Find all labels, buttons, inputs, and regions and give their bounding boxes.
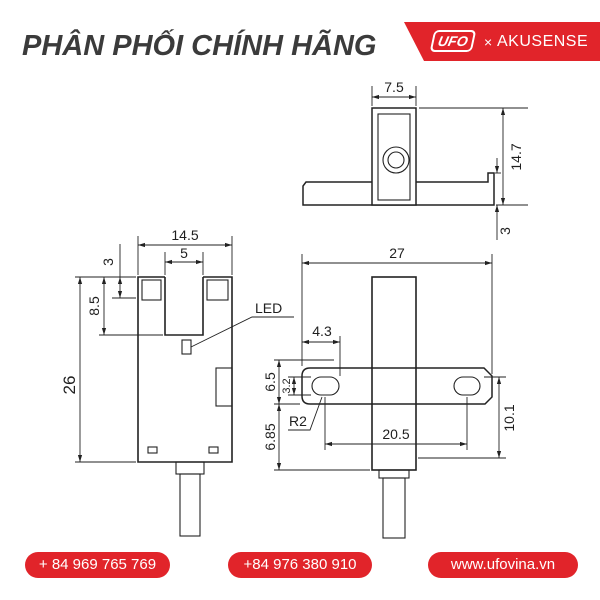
top-view-body-inner xyxy=(377,113,411,201)
side-view-pitch-label: 20.5 xyxy=(382,426,409,442)
akusense-brand: AKUSENSE xyxy=(497,33,589,50)
side-view-lower-offset-label: 6.85 xyxy=(262,423,278,450)
front-view-led-leader xyxy=(190,316,294,348)
front-view-width-label: 14.5 xyxy=(171,227,198,243)
brand-banner: UFO × AKUSENSE xyxy=(404,22,600,61)
side-view-radius-leader xyxy=(288,396,323,431)
front-view-right-notch xyxy=(208,446,219,454)
front-view-side-bump xyxy=(215,367,233,407)
front-view-cable xyxy=(179,473,201,537)
front-view: LED 14.5 5 3 8.5 26 xyxy=(60,227,294,537)
front-view-height-label: 26 xyxy=(60,376,79,395)
front-view-left-notch xyxy=(147,446,158,454)
side-view-mounting-plate xyxy=(301,367,493,405)
front-view-slot-label: 5 xyxy=(180,245,188,261)
side-view-right-slot-hole xyxy=(453,376,481,396)
ufo-logo: UFO xyxy=(429,30,477,52)
front-view-led-label: LED xyxy=(255,300,282,316)
phone-2-button[interactable]: +84 976 380 910 xyxy=(228,552,372,578)
front-view-cable-sleeve xyxy=(175,461,205,475)
front-view-body xyxy=(137,276,233,463)
side-view-hole-offset-label: 4.3 xyxy=(312,323,332,339)
top-view-width-label: 7.5 xyxy=(384,79,404,95)
side-view-cable xyxy=(382,477,406,539)
front-view-led xyxy=(181,339,192,355)
page-title: PHÂN PHỐI CHÍNH HÃNG xyxy=(22,30,377,62)
side-view-upper-offset-label: 6.5 xyxy=(262,372,278,392)
front-view-slot xyxy=(164,277,204,336)
website-button[interactable]: www.ufovina.vn xyxy=(428,552,578,578)
phone-1-button[interactable]: + 84 969 765 769 xyxy=(25,552,170,578)
top-view-body xyxy=(371,107,417,206)
front-view-slot-depth-label: 8.5 xyxy=(86,296,102,316)
side-view-hole-size-label: 3.2 xyxy=(281,378,293,393)
side-view-left-slot-hole xyxy=(311,376,340,396)
side-view-plate-height-label: 10.1 xyxy=(501,404,517,431)
front-view-top-offset-label: 3 xyxy=(100,258,116,266)
brand-separator: × xyxy=(484,34,493,50)
front-view-left-arm-window xyxy=(141,279,162,301)
top-view-lens-outer xyxy=(382,146,410,174)
front-view-right-arm-window xyxy=(206,279,229,301)
side-view-length-label: 27 xyxy=(389,245,405,261)
side-view: 27 4.3 6.5 3.2 6.85 R2 20.5 10.1 xyxy=(262,245,517,539)
top-view: 7.5 14.7 3 xyxy=(302,79,528,240)
top-view-height-label: 14.7 xyxy=(508,143,524,170)
top-view-flange-label: 3 xyxy=(497,227,513,235)
side-view-cable-sleeve xyxy=(378,469,410,479)
side-view-radius-label: R2 xyxy=(289,413,307,429)
top-view-lens-inner xyxy=(387,151,405,169)
